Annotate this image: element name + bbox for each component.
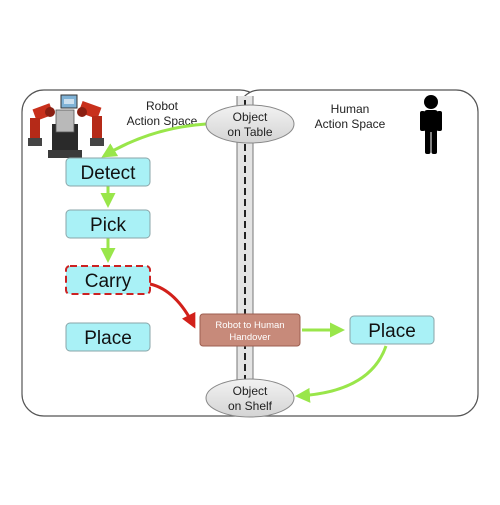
human-space-label-line2: Action Space [315, 117, 386, 131]
object-on-shelf-line2: on Shelf [228, 399, 273, 413]
handover-line1: Robot to Human [215, 320, 284, 331]
arrow-place-to-shelf [295, 345, 388, 403]
robot-space-label-line1: Robot [146, 99, 179, 113]
detect-node: Detect [65, 157, 151, 187]
object-on-table-node: Object on Table [205, 104, 295, 144]
robot-space-label-line2: Action Space [127, 114, 198, 128]
carry-node: Carry [65, 265, 151, 295]
pick-label: Pick [90, 215, 126, 236]
object-on-shelf-node: Object on Shelf [205, 378, 295, 418]
carry-label: Carry [85, 271, 132, 292]
human-silhouette-icon [420, 95, 442, 154]
pick-node: Pick [65, 209, 151, 239]
handover-node: Robot to Human Handover [199, 313, 301, 347]
object-on-table-line2: on Table [227, 125, 272, 139]
arrow-carry-to-handover [149, 282, 196, 329]
arrow-table-to-detect [101, 122, 207, 158]
place-human-node: Place [349, 315, 435, 345]
robot-image [28, 94, 104, 158]
human-space-label-line1: Human [331, 102, 370, 116]
place-robot-node: Place [65, 322, 151, 352]
object-on-shelf-line1: Object [233, 384, 268, 398]
place-robot-label: Place [84, 328, 132, 349]
place-human-label: Place [368, 321, 416, 342]
detect-label: Detect [81, 163, 137, 184]
object-on-table-line1: Object [233, 110, 268, 124]
handover-line2: Handover [229, 332, 270, 343]
